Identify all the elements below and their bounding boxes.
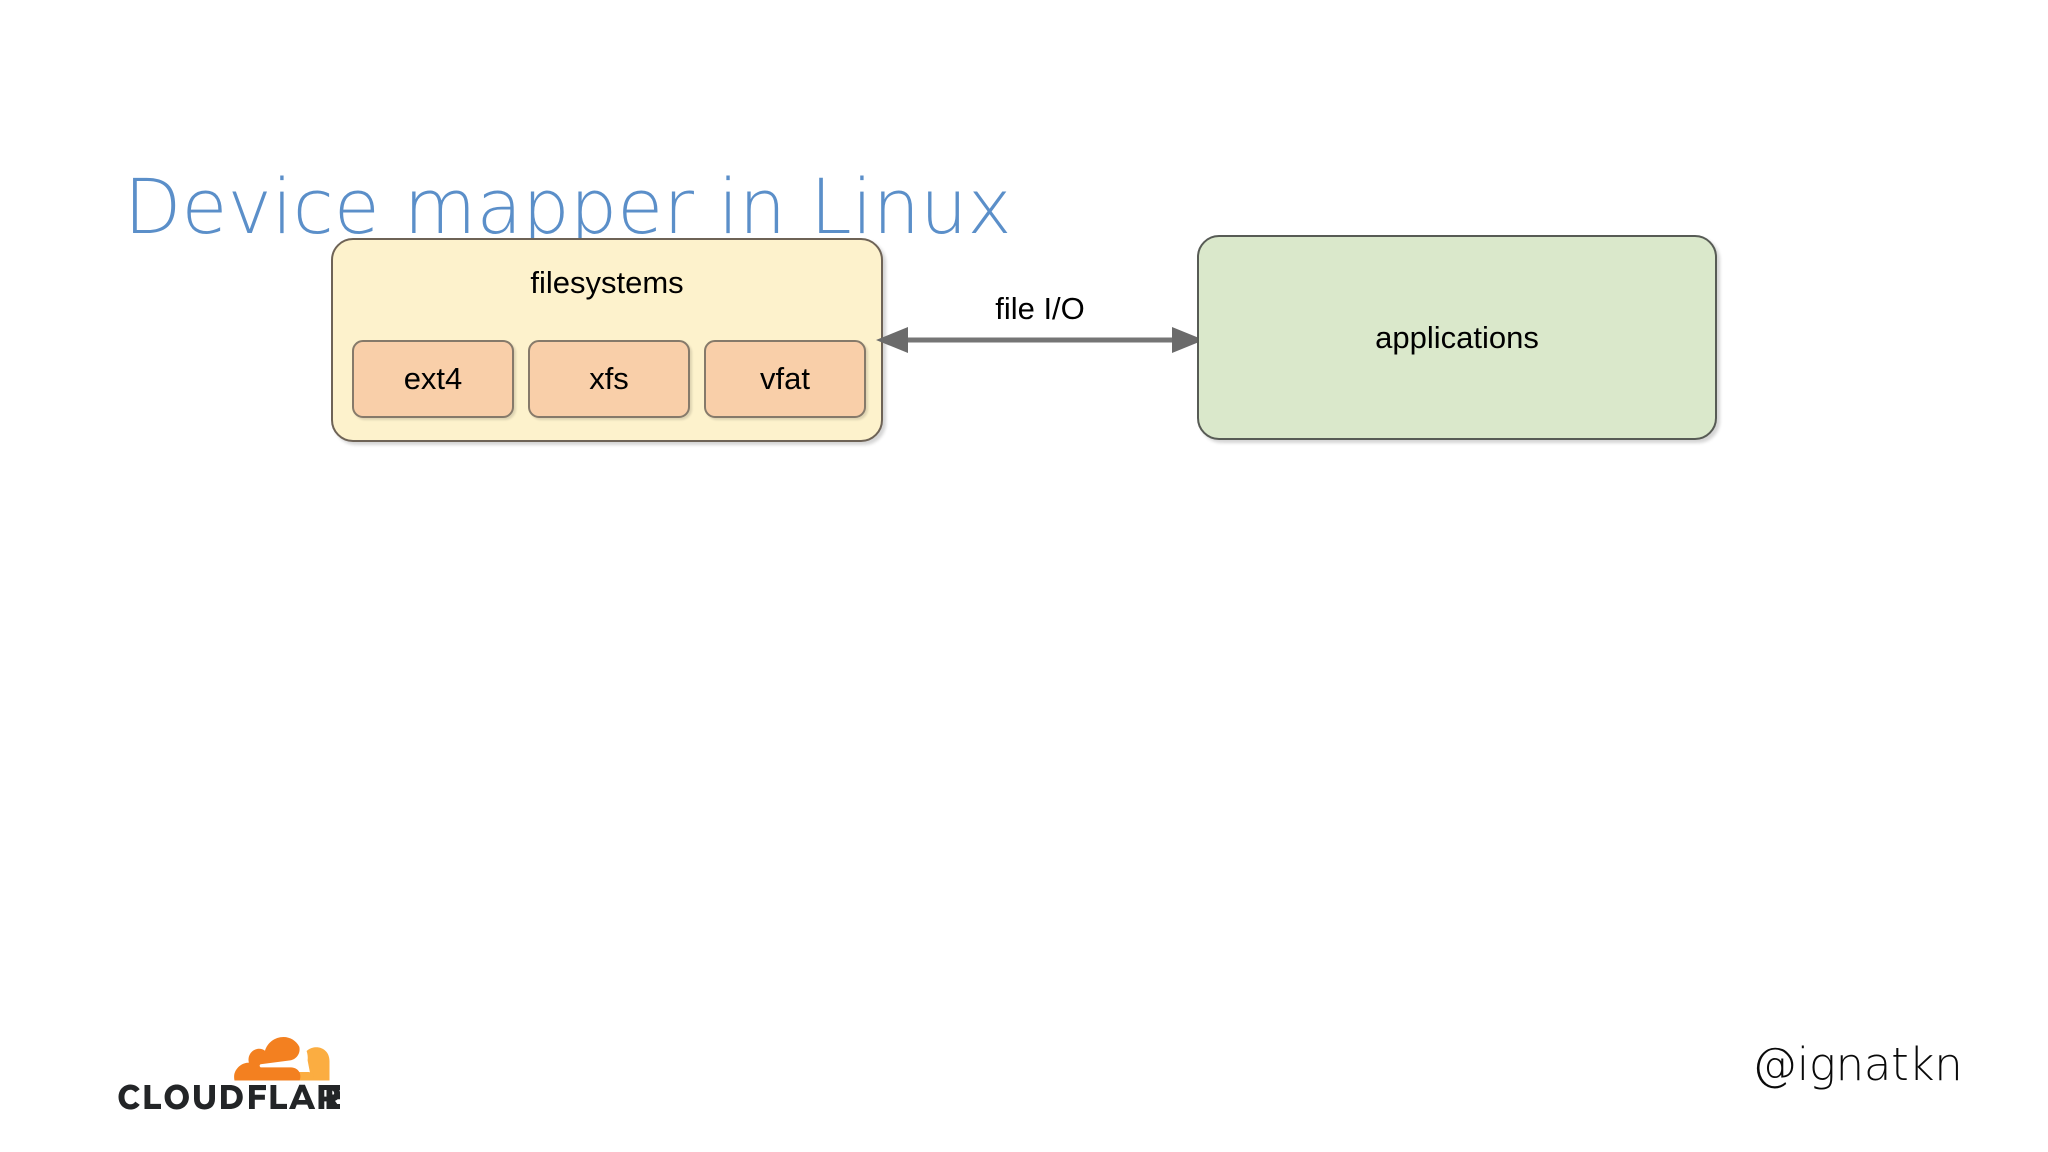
cloudflare-wordmark: R bbox=[118, 1084, 340, 1110]
connector-file-io-label: file I/O bbox=[995, 291, 1085, 326]
block-xfs[interactable]: xfs bbox=[528, 340, 690, 418]
block-vfat[interactable]: vfat bbox=[704, 340, 866, 418]
block-applications[interactable]: applications bbox=[1197, 235, 1717, 440]
page-title: Device mapper in Linux bbox=[124, 161, 1012, 251]
connector-file-io: file I/O bbox=[876, 290, 1204, 390]
block-filesystems[interactable]: filesystems ext4 xfs vfat bbox=[331, 238, 883, 442]
block-filesystems-children: ext4 xfs vfat bbox=[352, 340, 866, 418]
block-ext4[interactable]: ext4 bbox=[352, 340, 514, 418]
bidirectional-arrow-icon bbox=[876, 327, 1204, 353]
cloudflare-cloud-icon bbox=[234, 1037, 330, 1081]
author-handle: @ignatkn bbox=[1752, 1038, 1963, 1091]
block-filesystems-label: filesystems bbox=[530, 265, 684, 300]
block-applications-label: applications bbox=[1375, 319, 1539, 355]
cloudflare-logo: R bbox=[118, 1037, 340, 1111]
